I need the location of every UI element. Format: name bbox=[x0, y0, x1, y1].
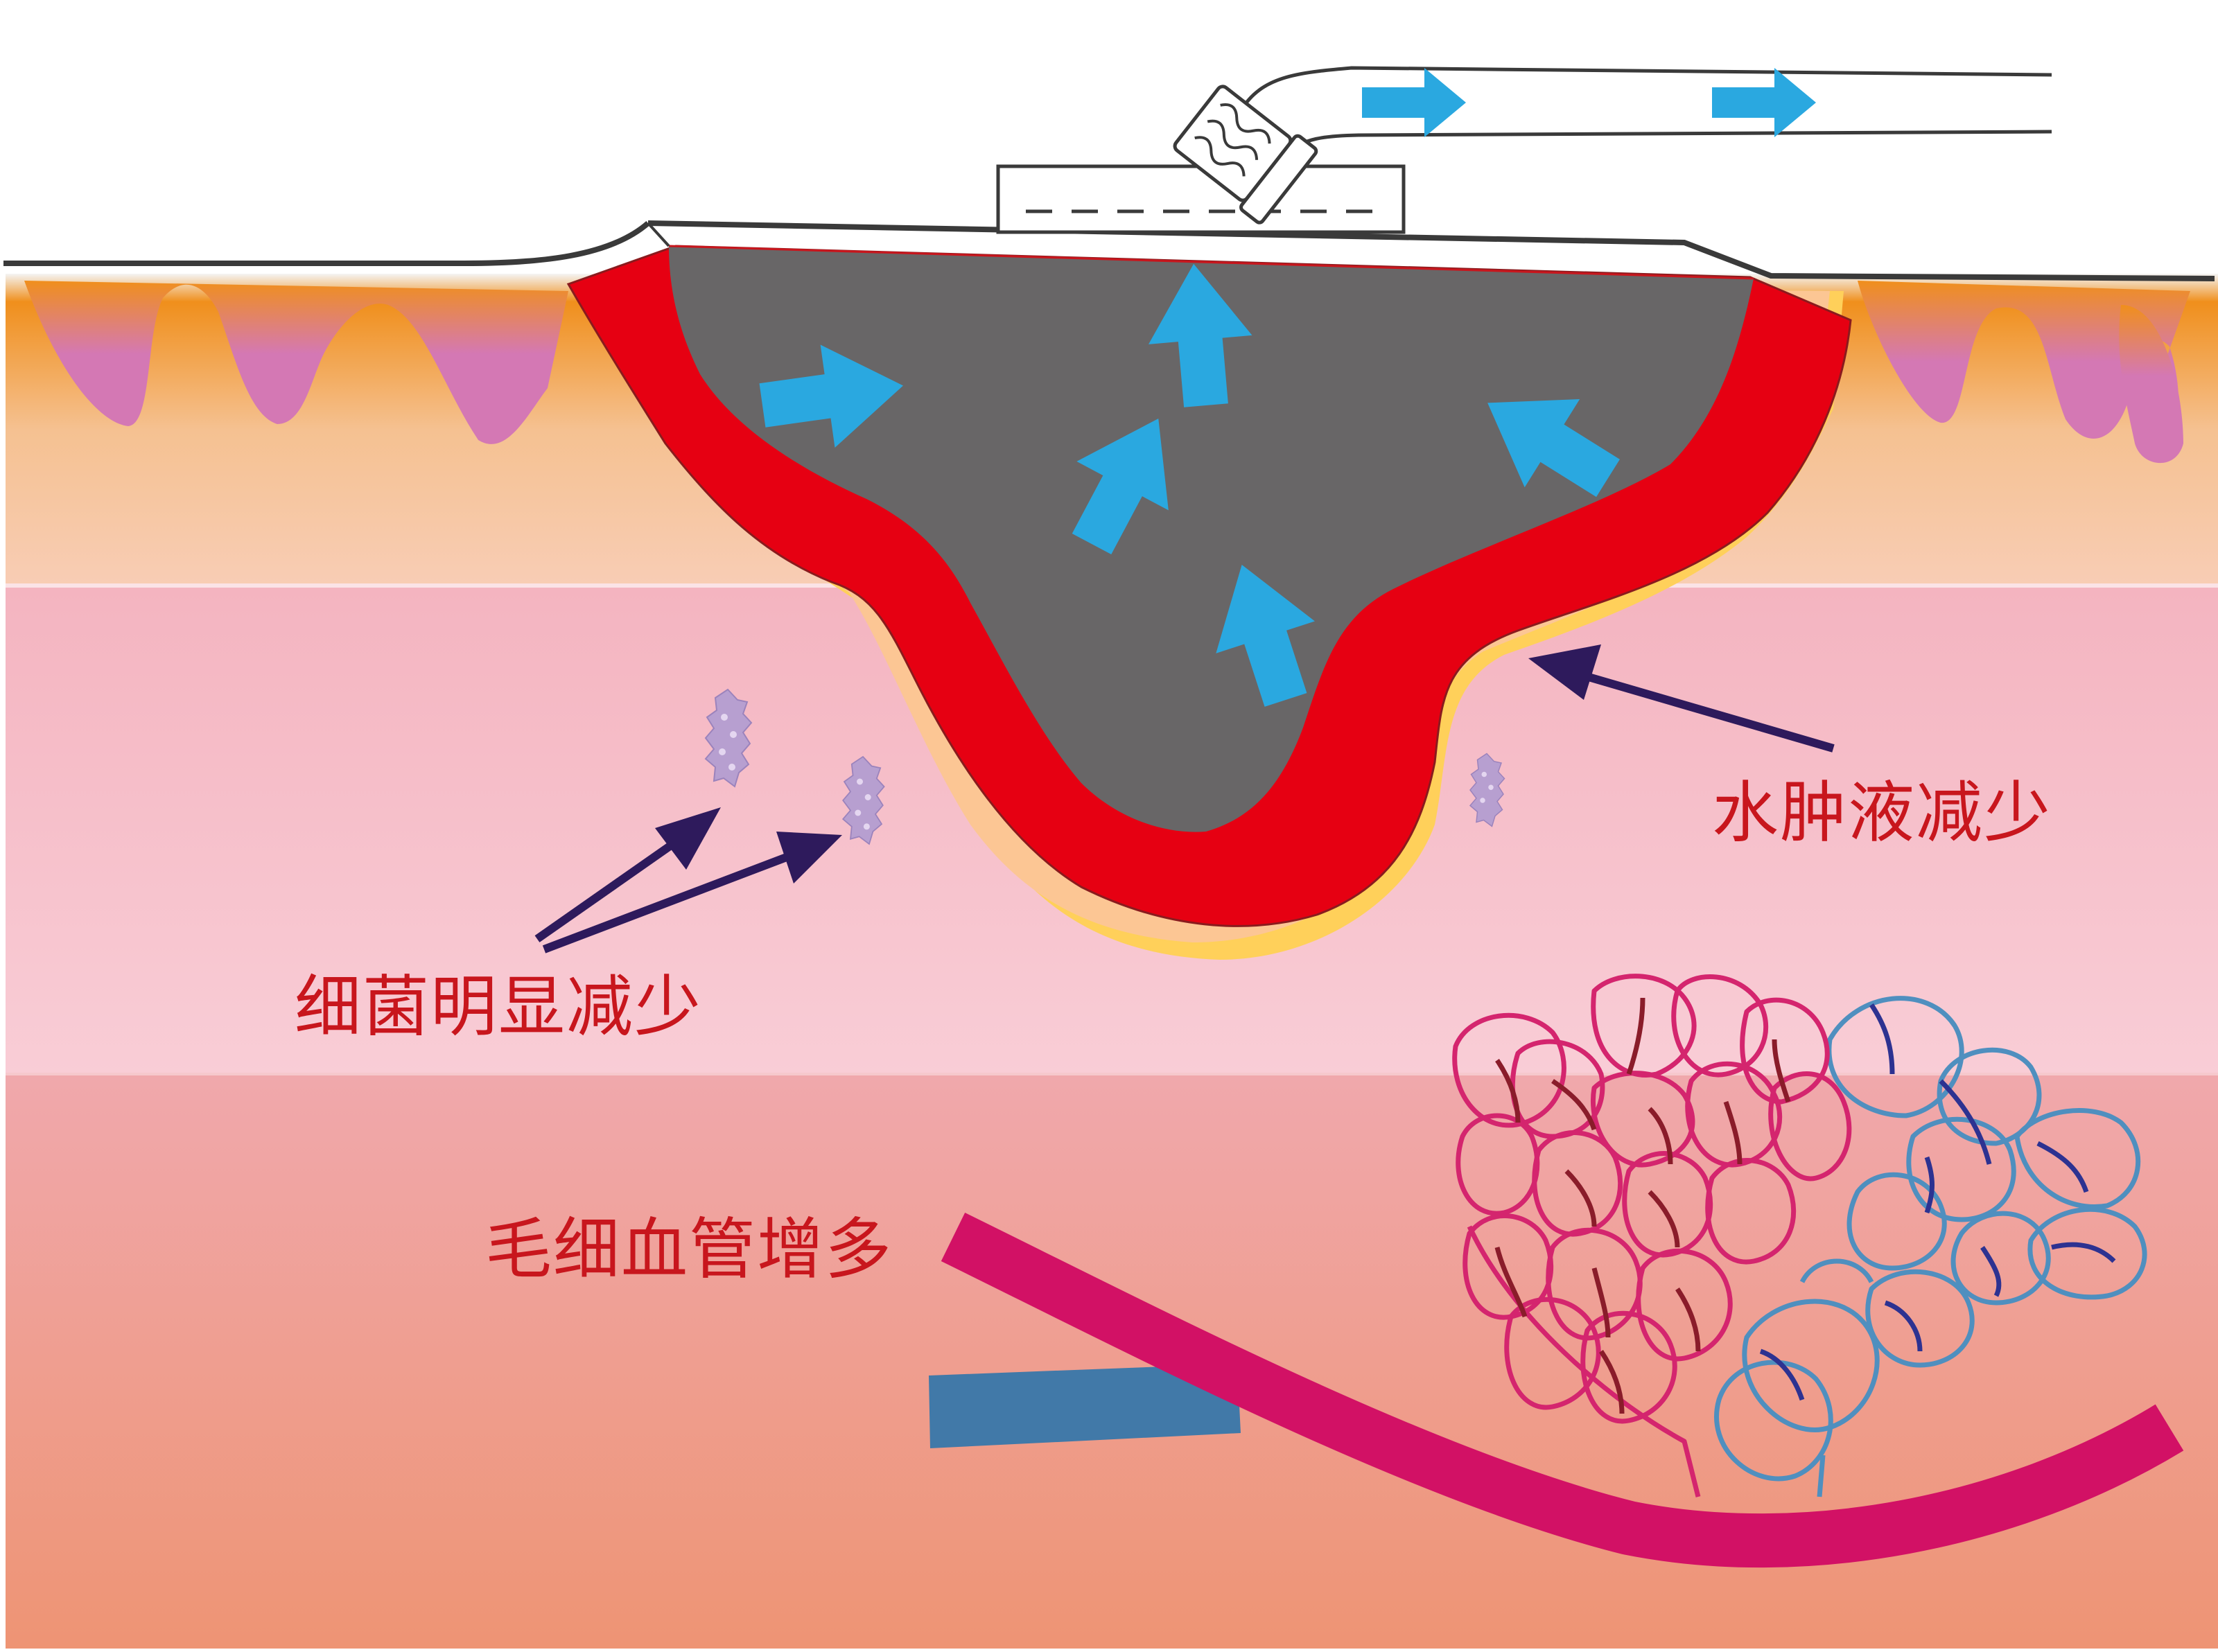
blue-arrow-icon bbox=[1072, 418, 1169, 555]
drape-inner-line bbox=[668, 245, 1754, 280]
bacterium-icon bbox=[1469, 753, 1505, 827]
drape-edge bbox=[647, 222, 670, 247]
bacteria-label: 细菌明显减少 bbox=[295, 968, 702, 1046]
dermal-papilla bbox=[24, 281, 568, 444]
drainage-tube bbox=[1227, 68, 2055, 159]
artery bbox=[941, 1212, 2184, 1568]
capillary-label: 毛细血管增多 bbox=[485, 1211, 893, 1288]
drainage-tube-bottom bbox=[1288, 130, 2052, 154]
bacterium-icon bbox=[841, 755, 885, 845]
dermal-papilla bbox=[1858, 281, 2190, 461]
blue-arrow-icon bbox=[1149, 263, 1252, 407]
blue-arrow-icon bbox=[1712, 68, 1816, 137]
navy-arrow-icon bbox=[542, 832, 842, 954]
capillary-network-navy bbox=[1759, 1003, 2116, 1401]
drainage-tube-top bbox=[1239, 66, 2052, 112]
skin-surface-line bbox=[3, 220, 650, 266]
edema-label: 水肿液减少 bbox=[1712, 774, 2052, 852]
blue-arrow-icon bbox=[1487, 399, 1620, 498]
tube-connector bbox=[1173, 85, 1318, 225]
capillary-network-red bbox=[1452, 974, 1852, 1497]
capillary-network-blue bbox=[1714, 996, 2147, 1497]
blue-arrow-icon bbox=[759, 344, 904, 448]
suction-pad bbox=[996, 164, 1406, 234]
vein bbox=[929, 1364, 1241, 1448]
bacterium-icon bbox=[704, 688, 753, 788]
dermal-papilla bbox=[2119, 305, 2183, 464]
wound-cavity bbox=[669, 246, 1754, 832]
blue-arrow-icon bbox=[1362, 68, 1466, 137]
subcutaneous-layer bbox=[6, 1074, 2218, 1649]
capillary-network-dark-red bbox=[1494, 997, 1791, 1414]
navy-arrow-icon bbox=[534, 807, 721, 942]
navy-arrow-icon bbox=[1528, 644, 1835, 753]
blue-arrow-icon bbox=[1216, 565, 1315, 707]
